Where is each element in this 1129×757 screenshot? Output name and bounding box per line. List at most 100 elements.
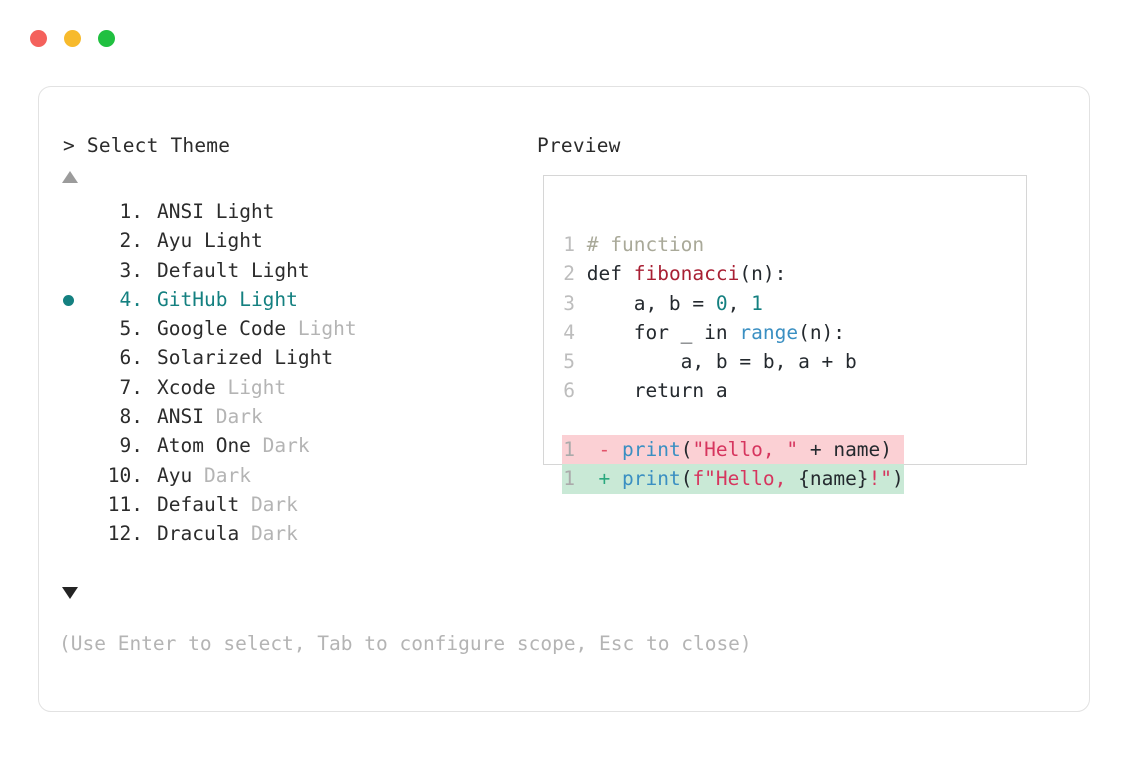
code-line: 3 a, b = 0, 1 <box>562 289 904 318</box>
theme-list-item[interactable]: 7. Xcode Light <box>39 373 509 402</box>
theme-item-number: 10. <box>107 463 143 487</box>
theme-item-name: Dracula <box>157 522 240 546</box>
theme-item-number: 1. <box>119 200 143 223</box>
theme-list-item[interactable]: 1. ANSI Light <box>39 197 509 226</box>
code-token-builtin: print <box>621 438 681 462</box>
code-token-plus: + <box>586 467 622 491</box>
theme-item-name: Default <box>157 492 240 516</box>
minimize-dot[interactable] <box>64 30 81 47</box>
code-token-plain: (n): <box>798 320 846 344</box>
keyboard-hint: (Use Enter to select, Tab to configure s… <box>59 632 752 655</box>
theme-item-name: Default <box>157 258 240 282</box>
theme-item-name: ANSI <box>157 405 204 429</box>
theme-item-name: Ayu <box>157 229 193 253</box>
theme-item-label: Atom One Dark <box>157 431 310 460</box>
code-token-plain: {name} <box>798 467 869 491</box>
theme-item-label: ANSI Dark <box>157 402 263 431</box>
theme-item-variant: Light <box>274 346 334 370</box>
code-line: 6 return a <box>562 376 904 405</box>
theme-item-label: Dracula Dark <box>157 519 298 548</box>
theme-item-number: 2. <box>119 229 143 253</box>
code-token-plain: for _ in <box>586 320 740 344</box>
code-line: 2 def fibonacci(n): <box>562 259 904 288</box>
theme-item-number: 8. <box>119 405 143 429</box>
theme-list-item[interactable]: 3.Default Light <box>39 256 509 285</box>
theme-item-name: GitHub <box>157 287 228 311</box>
theme-item-number: 12. <box>107 522 143 546</box>
code-token-string: !" <box>868 467 893 491</box>
theme-item-variant: Light <box>203 229 263 253</box>
theme-item-label: GitHub Light <box>157 285 298 314</box>
theme-item-variant: Dark <box>250 522 298 546</box>
code-line: 5 a, b = b, a + b <box>562 347 904 376</box>
code-line-number: 1 <box>563 467 575 491</box>
code-token-plain: return a <box>586 379 728 403</box>
code-line-removed: 1 - print("Hello, " + name) <box>562 435 904 465</box>
code-line-number: 6 <box>563 379 575 403</box>
theme-item-variant: Light <box>250 258 310 282</box>
theme-item-variant: Dark <box>250 492 298 516</box>
page-title: > Select Theme <box>63 134 231 157</box>
scroll-up-icon[interactable] <box>62 171 78 183</box>
theme-item-label: Solarized Light <box>157 343 333 372</box>
code-line-number: 3 <box>563 291 575 315</box>
code-line-number: 2 <box>563 262 575 286</box>
theme-item-name: Xcode <box>157 375 216 399</box>
theme-item-variant: Light <box>297 317 357 341</box>
theme-list-item[interactable]: 6.Solarized Light <box>39 343 509 372</box>
code-line-number: 4 <box>563 320 575 344</box>
code-token-num: 1 <box>751 291 763 315</box>
code-token-comment: # function <box>586 233 705 256</box>
theme-item-name: Ayu <box>157 463 193 487</box>
theme-item-name: Atom One <box>157 434 251 458</box>
scroll-down-icon[interactable] <box>62 587 78 599</box>
theme-list-item[interactable]: 5.Google Code Light <box>39 314 509 343</box>
preview-label: Preview <box>537 134 621 157</box>
code-line <box>562 406 904 435</box>
theme-item-label: Xcode Light <box>157 373 286 402</box>
code-token-string: "Hello, " <box>692 438 799 462</box>
code-token-plain: ( <box>680 438 693 462</box>
theme-list-item[interactable]: 8. ANSI Dark <box>39 402 509 431</box>
code-line: 1 # function <box>562 230 904 259</box>
close-dot[interactable] <box>30 30 47 47</box>
theme-item-label: Ayu Dark <box>157 461 251 490</box>
theme-item-number: 11. <box>107 492 143 516</box>
theme-list-item[interactable]: 11. Default Dark <box>39 490 509 519</box>
code-token-builtin: range <box>739 320 799 344</box>
selected-bullet-icon <box>63 294 74 306</box>
theme-list-item[interactable]: 2. Ayu Light <box>39 226 509 255</box>
theme-item-label: Google Code Light <box>157 314 357 343</box>
theme-item-number: 7. <box>119 375 143 399</box>
code-token-plain: ( <box>680 467 693 491</box>
theme-item-name: Google Code <box>157 317 287 341</box>
theme-item-variant: Light <box>239 287 298 311</box>
code-token-string: f"Hello, <box>692 467 799 491</box>
code-token-plain: + name) <box>798 438 893 462</box>
maximize-dot[interactable] <box>98 30 115 47</box>
theme-list-item[interactable]: 12. Dracula Dark <box>39 519 509 548</box>
theme-item-label: Default Dark <box>157 490 298 519</box>
theme-item-variant: Dark <box>215 405 263 429</box>
code-token-plain: a, b = b, a + b <box>586 350 857 374</box>
code-token-num: 0 <box>715 291 728 315</box>
code-line-added: 1 + print(f"Hello, {name}!") <box>562 464 904 494</box>
theme-item-number: 4. <box>119 287 143 311</box>
theme-item-label: Ayu Light <box>157 226 263 255</box>
theme-item-variant: Light <box>215 200 275 223</box>
code-token-plain: , <box>727 291 752 315</box>
code-line-number: 1 <box>563 233 575 256</box>
theme-item-number: 9. <box>119 434 143 458</box>
code-token-func: fibonacci <box>633 262 740 286</box>
code-token-builtin: print <box>621 467 681 491</box>
code-line-number: 1 <box>563 438 575 462</box>
theme-item-name: ANSI <box>157 200 204 223</box>
code-token-plain: ) <box>892 467 904 491</box>
theme-list-item[interactable]: 9. Atom One Dark <box>39 431 509 460</box>
theme-item-variant: Dark <box>262 434 310 458</box>
code-token-minus: - <box>586 438 622 462</box>
code-token-plain: def <box>586 262 634 286</box>
theme-list-item[interactable]: 10. Ayu Dark <box>39 461 509 490</box>
theme-list-item[interactable]: 4. GitHub Light <box>39 285 509 314</box>
